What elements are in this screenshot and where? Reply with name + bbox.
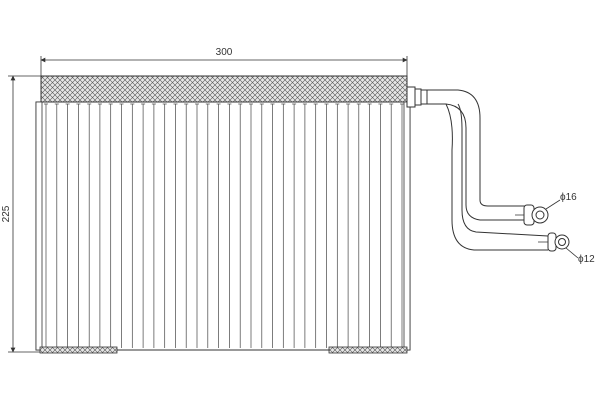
right-mounting-foot — [328, 346, 408, 354]
upper-pipe-fitting — [523, 199, 561, 226]
header-tank — [40, 75, 408, 103]
pipe-flange — [406, 86, 428, 108]
upper-pipe-diameter-label: ϕ16 — [560, 192, 577, 203]
height-dimension: 225 — [1, 75, 42, 353]
lower-pipe-diameter-label: ϕ12 — [578, 254, 595, 265]
left-side-plate — [35, 101, 43, 351]
height-dimension-label: 225 — [1, 205, 12, 222]
width-dimension-label: 300 — [216, 47, 233, 58]
refrigerant-pipes — [427, 89, 560, 251]
core-outline — [35, 101, 411, 351]
left-mounting-foot — [39, 346, 118, 354]
lower-pipe-fitting — [547, 232, 579, 259]
right-side-plate — [403, 101, 411, 351]
core-tubes — [44, 103, 404, 348]
width-dimension: 300 — [40, 47, 408, 76]
